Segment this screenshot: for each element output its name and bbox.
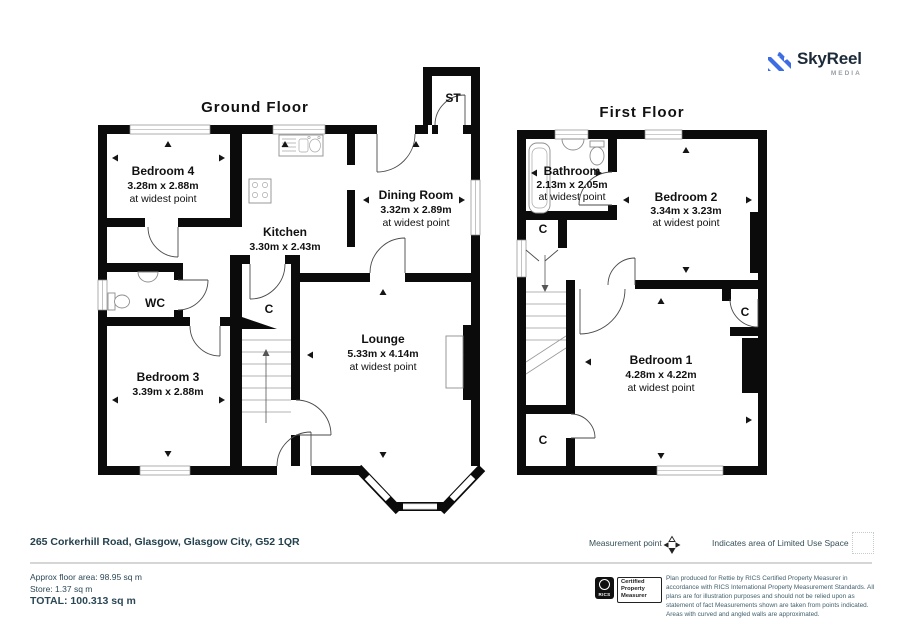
cert-line2: Property [621, 586, 645, 593]
ground-floor-walls [98, 67, 480, 475]
kitchen-sink [278, 134, 324, 157]
video-camera-icon [768, 52, 791, 71]
ground-floor-plan: Ground Floor [97, 67, 486, 515]
wc-toilet [107, 292, 130, 311]
room-note-dining: at widest point [382, 217, 449, 229]
room-label-bedroom1: Bedroom 1 [630, 353, 693, 367]
room-label-bathroom: Bathroom [544, 164, 601, 178]
room-label-bedroom4: Bedroom 4 [132, 164, 195, 178]
first-floor-title: First Floor [599, 104, 684, 121]
room-label-cupboard-bathroom: C [539, 222, 548, 236]
logo-name: SkyReel [797, 49, 862, 68]
total-area: TOTAL: 100.313 sq m [30, 595, 136, 607]
room-label-dining: Dining Room [379, 188, 454, 202]
measurement-markers-first [531, 147, 752, 459]
rics-logo: RICS [595, 577, 614, 599]
room-note-bedroom1: at widest point [627, 382, 694, 394]
room-dims-kitchen: 3.30m x 2.43m [249, 241, 320, 253]
room-note-bedroom2: at widest point [652, 217, 719, 229]
rics-emblem-icon [599, 579, 610, 591]
room-label-bedroom2: Bedroom 2 [655, 190, 718, 204]
store-area: Store: 1.37 sq m [30, 583, 93, 594]
ground-floor-title: Ground Floor [201, 99, 309, 116]
room-label-kitchen: Kitchen [263, 225, 307, 239]
room-dims-bathroom: 2.13m x 2.05m [536, 179, 607, 191]
cert-line1: Certified [621, 579, 645, 585]
certified-property-measurer-badge: Certified Property Measurer [617, 577, 662, 603]
room-dims-lounge: 5.33m x 4.14m [347, 348, 418, 360]
ground-floor-windows [97, 124, 481, 476]
room-label-cupboard-landing: C [539, 433, 548, 447]
kitchen-hob [248, 178, 272, 204]
approx-floor-area: Approx floor area: 98.95 sq m [30, 572, 142, 582]
room-note-bedroom4: at widest point [129, 193, 196, 205]
room-label-lounge: Lounge [361, 332, 405, 346]
limited-use-space-icon [852, 532, 874, 554]
floor-areas: Approx floor area: 98.95 sq m Store: 1.3… [30, 572, 142, 608]
room-label-cupboard-ground: C [265, 302, 274, 316]
room-note-lounge: at widest point [349, 361, 416, 373]
bay-window-frame [403, 503, 437, 510]
room-dims-bedroom4: 3.28m x 2.88m [127, 180, 198, 192]
first-floor-plan: First Floor [516, 104, 767, 476]
bay-window-glass [364, 474, 476, 510]
room-dims-bedroom3: 3.39m x 2.88m [132, 386, 203, 398]
bathroom-toilet [589, 140, 605, 166]
bathtub [528, 142, 551, 214]
fireplace [445, 335, 464, 389]
room-label-store: ST [445, 91, 461, 105]
footer-divider [30, 562, 872, 564]
plan-disclaimer: Plan produced for Rettie by RICS Certifi… [666, 575, 875, 619]
wc-basin [137, 271, 159, 283]
logo-sub: MEDIA [830, 69, 862, 77]
first-floor-stairs [525, 255, 567, 375]
ground-floor-doors [147, 94, 466, 467]
rics-wordmark: RICS [598, 591, 611, 597]
property-address: 265 Corkerhill Road, Glasgow, Glasgow Ci… [30, 536, 300, 548]
room-dims-bedroom1: 4.28m x 4.22m [625, 369, 696, 381]
room-label-bedroom3: Bedroom 3 [137, 370, 200, 384]
first-floor-walls [517, 130, 767, 475]
first-floor-windows [516, 129, 724, 476]
measurement-point-label: Measurement point [589, 538, 662, 548]
room-note-bathroom: at widest point [538, 191, 605, 203]
limited-use-label: Indicates area of Limited Use Space [712, 538, 849, 548]
skyreel-logo: SkyReel MEDIA [766, 49, 862, 77]
room-label-cupboard-bedroom1: C [741, 305, 750, 319]
first-floor-doors [525, 171, 759, 439]
ground-floor-stairs [242, 317, 291, 423]
room-label-wc: WC [145, 296, 165, 310]
measurement-point-icon [663, 535, 681, 554]
room-dims-bedroom2: 3.34m x 3.23m [650, 205, 721, 217]
room-dims-dining: 3.32m x 2.89m [380, 204, 451, 216]
bathroom-basin [561, 138, 585, 151]
cert-line3: Measurer [621, 593, 647, 600]
